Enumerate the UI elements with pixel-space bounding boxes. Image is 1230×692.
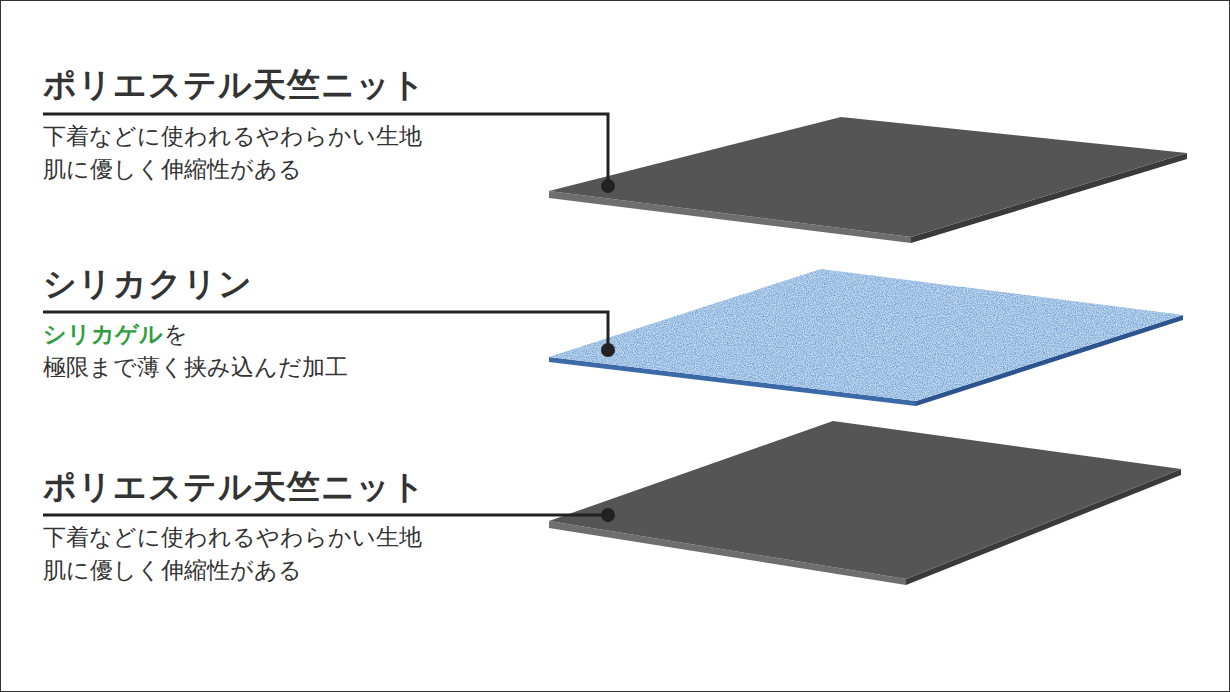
knit-sheet-bottom xyxy=(549,421,1181,579)
leader-dot xyxy=(601,343,615,357)
layer-name: ポリエステル天竺ニット xyxy=(43,467,426,507)
knit-sheet-top xyxy=(549,117,1187,237)
layer-description: 肌に優しく伸縮性がある xyxy=(43,557,302,585)
layer-description: を xyxy=(164,321,188,349)
layer-description: 肌に優しく伸縮性がある xyxy=(43,156,302,184)
layer-description: 下着などに使われるやわらかい生地 xyxy=(43,524,422,552)
layer-name: ポリエステル天竺ニット xyxy=(43,65,426,105)
leader-line xyxy=(43,114,608,186)
silica-texture xyxy=(541,261,1191,411)
leader-dot xyxy=(601,179,615,193)
layer-description: 下着などに使われるやわらかい生地 xyxy=(43,123,422,151)
layer-description: 極限まで薄く挟み込んだ加工 xyxy=(43,354,348,382)
layer-name: シリカクリン xyxy=(43,264,253,304)
leader-line xyxy=(43,312,608,350)
leader-line xyxy=(43,514,608,517)
leader-dot xyxy=(601,508,615,522)
highlight-term: シリカゲル xyxy=(43,321,163,349)
